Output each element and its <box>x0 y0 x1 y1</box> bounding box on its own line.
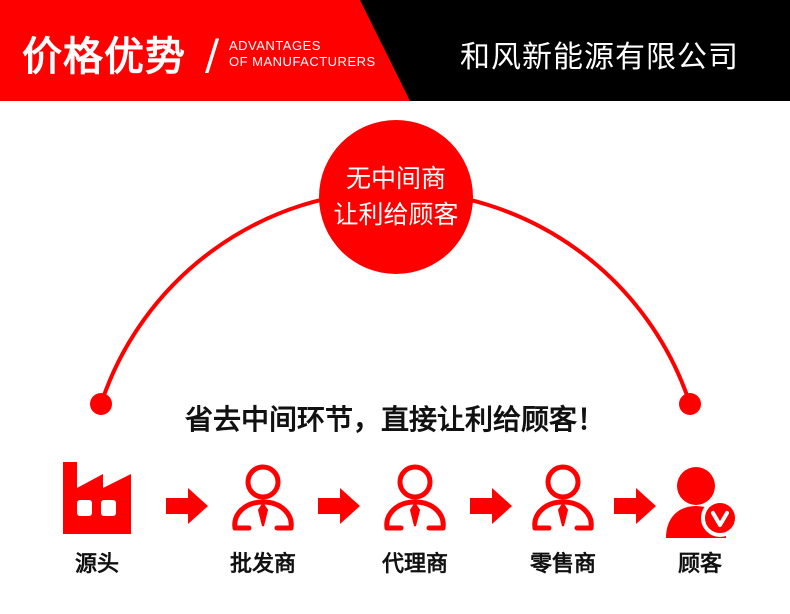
arrow-right-icon <box>614 488 656 524</box>
arrow-right-icon <box>318 488 360 524</box>
step-label: 代理商 <box>381 552 448 577</box>
customer-check-icon <box>645 460 755 540</box>
divider-slash: / <box>205 30 220 79</box>
badge-line-2: 让利给顾客 <box>333 200 459 229</box>
factory-icon <box>42 460 152 536</box>
header-red-panel <box>0 0 410 101</box>
person-tie-icon <box>360 460 470 540</box>
badge-line-1: 无中间商 <box>345 164 446 193</box>
subtitle-line-2: OF MANUFACTURERS <box>229 54 376 69</box>
person-tie-icon <box>508 460 618 540</box>
step-label: 零售商 <box>529 552 596 577</box>
step-label: 顾客 <box>677 552 722 577</box>
step-label: 源头 <box>74 552 119 577</box>
badge-circle: 无中间商 让利给顾客 <box>319 120 473 274</box>
arrow-right-icon <box>166 488 208 524</box>
person-tie-icon <box>208 460 318 540</box>
page-title: 价格优势 <box>22 34 186 80</box>
arrow-right-icon <box>470 488 512 524</box>
arc-dot-right <box>679 393 701 415</box>
headline: 省去中间环节，直接让利给顾客！ <box>184 403 605 436</box>
step-label: 批发商 <box>229 552 296 577</box>
subtitle-line-1: ADVANTAGES <box>229 38 321 53</box>
arc-dot-left <box>90 393 112 415</box>
company-name: 和风新能源有限公司 <box>460 40 739 75</box>
